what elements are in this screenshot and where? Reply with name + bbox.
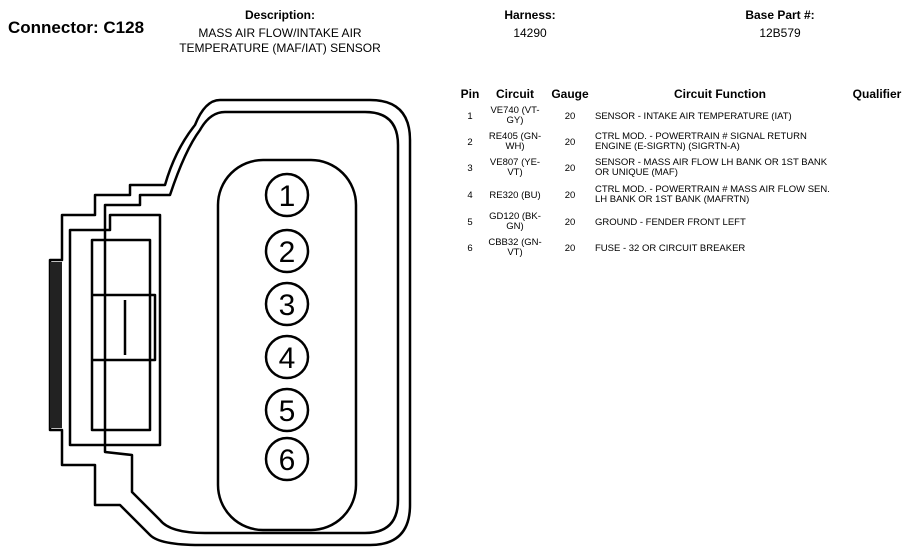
circuit-cell-line1: GD120 (BK- xyxy=(489,211,541,222)
circuit-cell-line1: RE405 (GN- xyxy=(488,131,542,142)
function-cell-line2: ENGINE (E-SIGRTN) (SIGRTN-A) xyxy=(595,141,740,152)
harness-value: 14290 xyxy=(513,26,547,40)
pin-number-3: 3 xyxy=(279,289,296,322)
circuit-cell-line1: VE740 (VT- xyxy=(490,105,540,116)
base-part-label: Base Part #: xyxy=(745,8,815,22)
gauge-cell: 20 xyxy=(564,190,576,201)
harness-label: Harness: xyxy=(504,8,556,22)
circuit-cell-line2: VT) xyxy=(507,167,523,178)
circuit-cell-line2: WH) xyxy=(505,141,525,152)
function-cell-line2: OR UNIQUE (MAF) xyxy=(595,167,678,178)
circuit-cell-line1: VE807 (YE- xyxy=(489,157,541,168)
col-header-circuit-function: Circuit Function xyxy=(674,87,766,101)
pin-cavity xyxy=(216,158,358,532)
pin-circle-6 xyxy=(264,436,310,482)
latch-slot xyxy=(92,293,157,362)
pin-number-6: 6 xyxy=(279,444,296,477)
col-header-qualifier: Qualifier xyxy=(852,87,902,101)
pin-number-4: 4 xyxy=(279,342,296,375)
circuit-cell-line1: CBB32 (GN- xyxy=(488,237,542,248)
pin-circle-2 xyxy=(264,228,310,274)
pin-circle-5 xyxy=(264,387,310,433)
description-line-1: MASS AIR FLOW/INTAKE AIR xyxy=(198,26,362,40)
latch-inner xyxy=(90,238,152,432)
function-cell-line1: SENSOR - MASS AIR FLOW LH BANK OR 1ST BA… xyxy=(595,157,828,168)
pin-number-2: 2 xyxy=(279,236,296,269)
pin-cell: 4 xyxy=(467,190,473,201)
function-cell-line1: CTRL MOD. - POWERTRAIN # MASS AIR FLOW S… xyxy=(595,184,830,195)
pin-circle-1 xyxy=(264,172,310,218)
gauge-cell: 20 xyxy=(564,137,576,148)
function-cell-line1: CTRL MOD. - POWERTRAIN # SIGNAL RETURN xyxy=(595,131,807,142)
circuit-cell-line2: VT) xyxy=(507,247,523,258)
pin-cell: 6 xyxy=(467,243,473,254)
housing-inner-ring xyxy=(103,110,400,535)
function-cell-line1: GROUND - FENDER FRONT LEFT xyxy=(595,217,746,228)
pin-number-1: 1 xyxy=(279,180,296,213)
circuit-cell-line2: GN) xyxy=(506,221,524,232)
pin-cell: 2 xyxy=(467,137,473,148)
gauge-cell: 20 xyxy=(564,163,576,174)
col-header-gauge: Gauge xyxy=(551,87,589,101)
pin-cell: 1 xyxy=(467,111,473,122)
circuit-cell-line2: GY) xyxy=(506,115,524,126)
description-line-2: TEMPERATURE (MAF/IAT) SENSOR xyxy=(179,41,381,55)
col-header-pin: Pin xyxy=(460,87,480,101)
function-cell-line2: LH BANK OR 1ST BANK (MAFRTN) xyxy=(595,194,750,205)
gauge-cell: 20 xyxy=(564,111,576,122)
function-cell-line1: SENSOR - INTAKE AIR TEMPERATURE (IAT) xyxy=(595,111,792,122)
base-part-value: 12B579 xyxy=(759,26,801,40)
pin-circle-4 xyxy=(264,334,310,380)
pin-circle-3 xyxy=(264,281,310,327)
description-label: Description: xyxy=(244,8,315,22)
connector-title: Connector: C128 xyxy=(8,18,145,37)
circuit-cell-line1: RE320 (BU) xyxy=(489,190,541,201)
pin-cell: 3 xyxy=(467,163,473,174)
gauge-cell: 20 xyxy=(564,243,576,254)
housing-outline xyxy=(48,98,412,547)
function-cell-line1: FUSE - 32 OR CIRCUIT BREAKER xyxy=(595,243,746,254)
pin-cell: 5 xyxy=(467,217,473,228)
ribbed-edge xyxy=(50,262,62,428)
pin-number-5: 5 xyxy=(279,395,296,428)
latch-outline xyxy=(68,213,162,447)
col-header-circuit: Circuit xyxy=(495,87,534,101)
gauge-cell: 20 xyxy=(564,217,576,228)
